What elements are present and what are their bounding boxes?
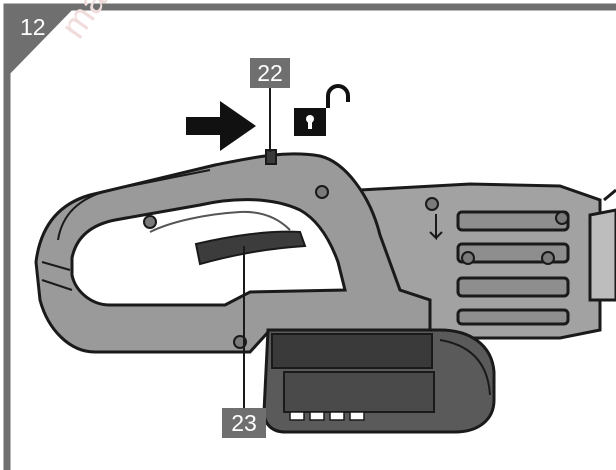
callout-22: 22 (250, 58, 290, 88)
trigger-switch (194, 230, 307, 266)
unlock-padlock-icon (294, 84, 350, 136)
callout-23: 23 (222, 408, 266, 438)
figure-frame (3, 3, 616, 470)
figure-number: 12 (20, 14, 46, 40)
tool-handle (34, 149, 432, 354)
figure-number-tab (4, 4, 78, 80)
push-right-arrow-icon (186, 101, 256, 151)
battery-pack (262, 328, 496, 434)
lock-off-button (265, 149, 277, 165)
